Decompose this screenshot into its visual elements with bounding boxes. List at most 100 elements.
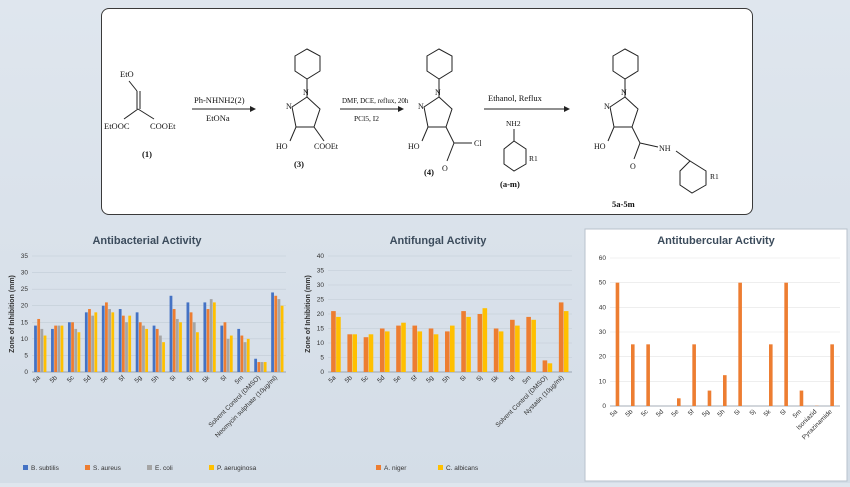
y-tick-label: 40 [317, 253, 325, 260]
product-oxo-label: O [630, 162, 636, 171]
x-tick-label: 5e [393, 374, 403, 384]
y-tick-label: 25 [21, 286, 29, 293]
bar [769, 344, 773, 406]
legend-label: B. subtilis [31, 465, 60, 472]
product-n1-label: N [621, 88, 627, 97]
bar [240, 336, 243, 372]
bar [34, 326, 37, 372]
bar [136, 312, 139, 372]
c4-hydroxy-label: HO [408, 142, 420, 151]
bar [105, 302, 108, 372]
bar [142, 326, 145, 372]
legend-label: A. niger [384, 465, 407, 472]
bar [190, 312, 193, 372]
bar [230, 336, 233, 372]
bar [499, 331, 504, 372]
bar [412, 326, 417, 372]
y-tick-label: 15 [317, 326, 325, 333]
bar [102, 306, 105, 372]
bar [57, 326, 60, 372]
legend-swatch [85, 465, 90, 470]
x-tick-label: 5h [441, 374, 451, 384]
bar [179, 322, 182, 372]
bar [122, 316, 125, 372]
step2-conditions: DMF, DCE, reflux, 20h [342, 97, 409, 105]
bar [159, 336, 162, 372]
product-hydroxy-label: HO [594, 142, 606, 151]
y-tick-label: 20 [599, 354, 607, 361]
bar [264, 362, 267, 372]
amine-r1-label: R1 [529, 154, 538, 163]
bar [88, 309, 91, 372]
y-tick-label: 10 [21, 336, 29, 343]
antifungal-chart-svg: Antifungal Activity0510152025303540Zone … [298, 228, 578, 482]
bar [108, 309, 111, 372]
bar [559, 302, 564, 372]
bar [85, 312, 88, 372]
bar [71, 322, 74, 372]
bar [385, 331, 390, 372]
x-tick-label: 5h [150, 374, 160, 384]
c4-chloro-label: Cl [474, 139, 482, 148]
bar [224, 322, 227, 372]
x-tick-label: 5b [49, 374, 59, 384]
bar [119, 309, 122, 372]
c4-oxo-label: O [442, 164, 448, 173]
legend-label: S. aureus [93, 465, 122, 472]
bar [78, 332, 81, 372]
bar [631, 344, 635, 406]
x-tick-label: 5k [490, 374, 500, 384]
bar [380, 329, 385, 373]
x-tick-label: 5m [521, 374, 532, 385]
y-tick-label: 0 [602, 403, 606, 410]
bar [213, 302, 216, 372]
bar [646, 344, 650, 406]
bar [543, 360, 548, 372]
y-tick-label: 5 [24, 352, 28, 359]
x-tick-label: 5d [83, 374, 93, 384]
legend-swatch [438, 465, 443, 470]
bar [396, 326, 401, 372]
compound-1-label: (1) [142, 149, 152, 159]
y-tick-label: 35 [21, 253, 29, 260]
y-tick-label: 20 [317, 311, 325, 318]
chart-title: Antitubercular Activity [657, 235, 775, 247]
bar [616, 283, 620, 406]
reaction-scheme: EtO EtOOC COOEt (1) Ph-NHNH2(2) EtONa N … [101, 8, 753, 215]
x-tick-label: 5k [201, 374, 211, 384]
bar [193, 322, 196, 372]
x-tick-label: 5b [344, 374, 354, 384]
c1-ethoxy-label: EtO [120, 69, 134, 79]
x-tick-label: 5j [186, 374, 195, 383]
y-tick-label: 30 [21, 270, 29, 277]
y-tick-label: 25 [317, 297, 325, 304]
legend-swatch [376, 465, 381, 470]
legend-swatch [147, 465, 152, 470]
bar [723, 375, 727, 406]
bar [278, 299, 281, 372]
bar [784, 283, 788, 406]
product-r1-label: R1 [710, 172, 719, 181]
bar [450, 326, 455, 372]
x-tick-label: 5c [66, 374, 76, 384]
bar [51, 329, 54, 372]
bar [261, 362, 264, 372]
bar [483, 308, 488, 372]
bar [44, 336, 47, 372]
y-tick-label: 0 [320, 369, 324, 376]
step2-reagents: PCl5, I2 [354, 114, 379, 123]
bar [352, 334, 357, 372]
bar [257, 362, 260, 372]
legend-label: E. coli [155, 465, 173, 472]
product-label: 5a-5m [612, 199, 635, 209]
bar [434, 334, 439, 372]
y-axis-label: Zone of Inhibition (mm) [305, 275, 312, 353]
bar [203, 302, 206, 372]
y-tick-label: 50 [599, 280, 607, 287]
x-tick-label: 5f [410, 374, 419, 383]
bar [162, 342, 165, 372]
chart-title: Antifungal Activity [390, 235, 488, 247]
